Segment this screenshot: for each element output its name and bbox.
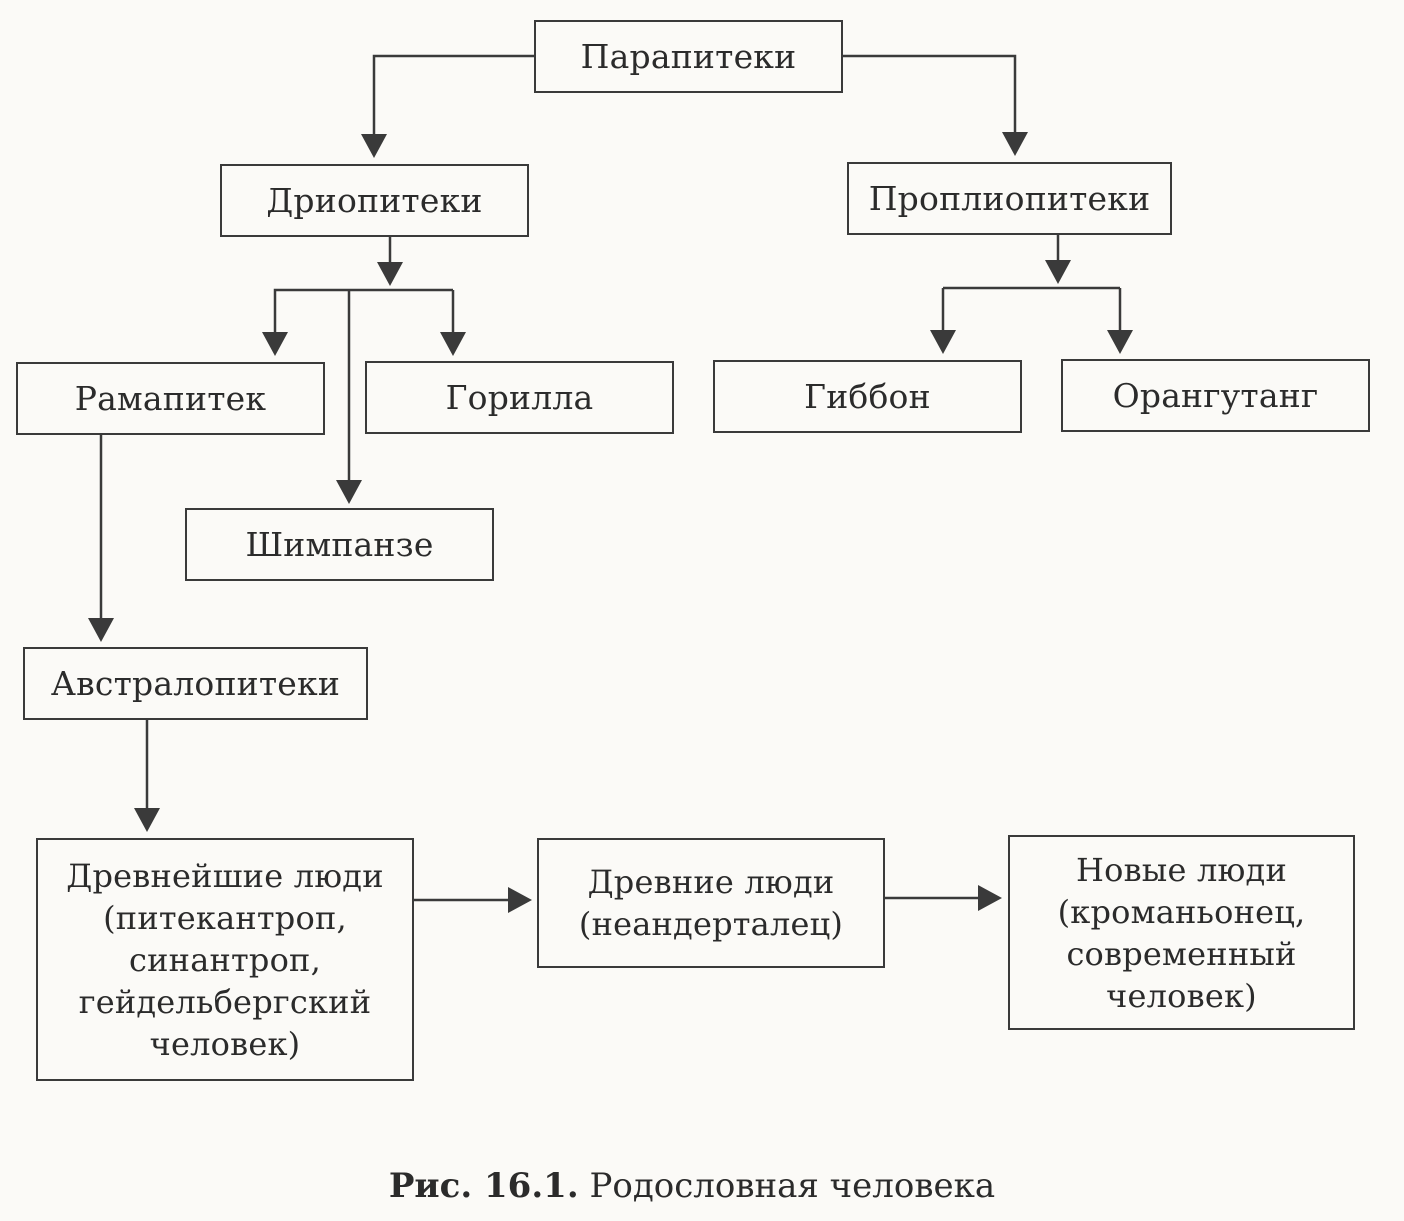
arrow-head: [88, 618, 114, 642]
node-australopithecus: Австралопитеки: [23, 647, 368, 720]
node-parapithecus: Парапитеки: [534, 20, 843, 93]
arrow-head: [440, 332, 466, 356]
arrow-head: [361, 134, 387, 158]
figure-caption-text: Родословная человека: [578, 1166, 996, 1206]
node-ramapithecus: Рамапитек: [16, 362, 325, 435]
node-chimpanzee: Шимпанзе: [185, 508, 494, 581]
node-propliopithecus: Проплиопитеки: [847, 162, 1172, 235]
figure-label: Рис. 16.1.: [388, 1166, 579, 1206]
arrow-head: [1002, 132, 1028, 156]
arrow-head: [262, 332, 288, 356]
figure-caption: Рис. 16.1. Родословная человека: [0, 1166, 1384, 1206]
arrow-head: [134, 808, 160, 832]
node-orangutan: Орангутанг: [1061, 359, 1370, 432]
node-ancient-people: Древние люди (неандерталец): [537, 838, 885, 968]
arrow-head: [377, 262, 403, 286]
node-gibbon: Гиббон: [713, 360, 1022, 433]
arrow-head: [508, 887, 532, 913]
node-new-people: Новые люди (кроманьонец, современный чел…: [1008, 835, 1355, 1030]
node-gorilla: Горилла: [365, 361, 674, 434]
edge-parapithecus-dryopithecus: [372, 54, 534, 136]
edge-parapithecus-propliopithecus: [842, 54, 1017, 134]
node-most-ancient-people: Древнейшие люди (питекантроп, синантроп,…: [36, 838, 414, 1081]
arrow-head: [336, 480, 362, 504]
arrow-head: [978, 885, 1002, 911]
arrow-head: [930, 330, 956, 354]
arrow-head: [1107, 330, 1133, 354]
arrow-head: [1045, 260, 1071, 284]
edge-dryopithecus-ramapithecus: [273, 288, 453, 334]
node-dryopithecus: Дриопитеки: [220, 164, 529, 237]
